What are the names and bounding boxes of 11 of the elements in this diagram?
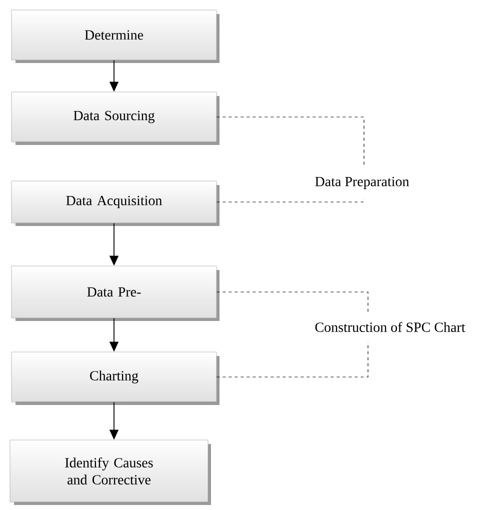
process-box: Charting <box>11 352 220 405</box>
process-box: Determine <box>11 10 220 63</box>
group-label: Data Preparation <box>315 176 410 190</box>
bracket-line <box>216 292 368 312</box>
bracket-line <box>216 342 368 378</box>
group-label: Construction of SPC Chart <box>315 322 466 332</box>
process-box: Data Sourcing <box>11 92 220 145</box>
process-box: Data Pre- <box>11 266 220 321</box>
process-box: Identify Causes and Corrective <box>10 440 211 505</box>
bracket-line <box>216 198 364 202</box>
process-box: Data Acquisition <box>11 180 220 226</box>
